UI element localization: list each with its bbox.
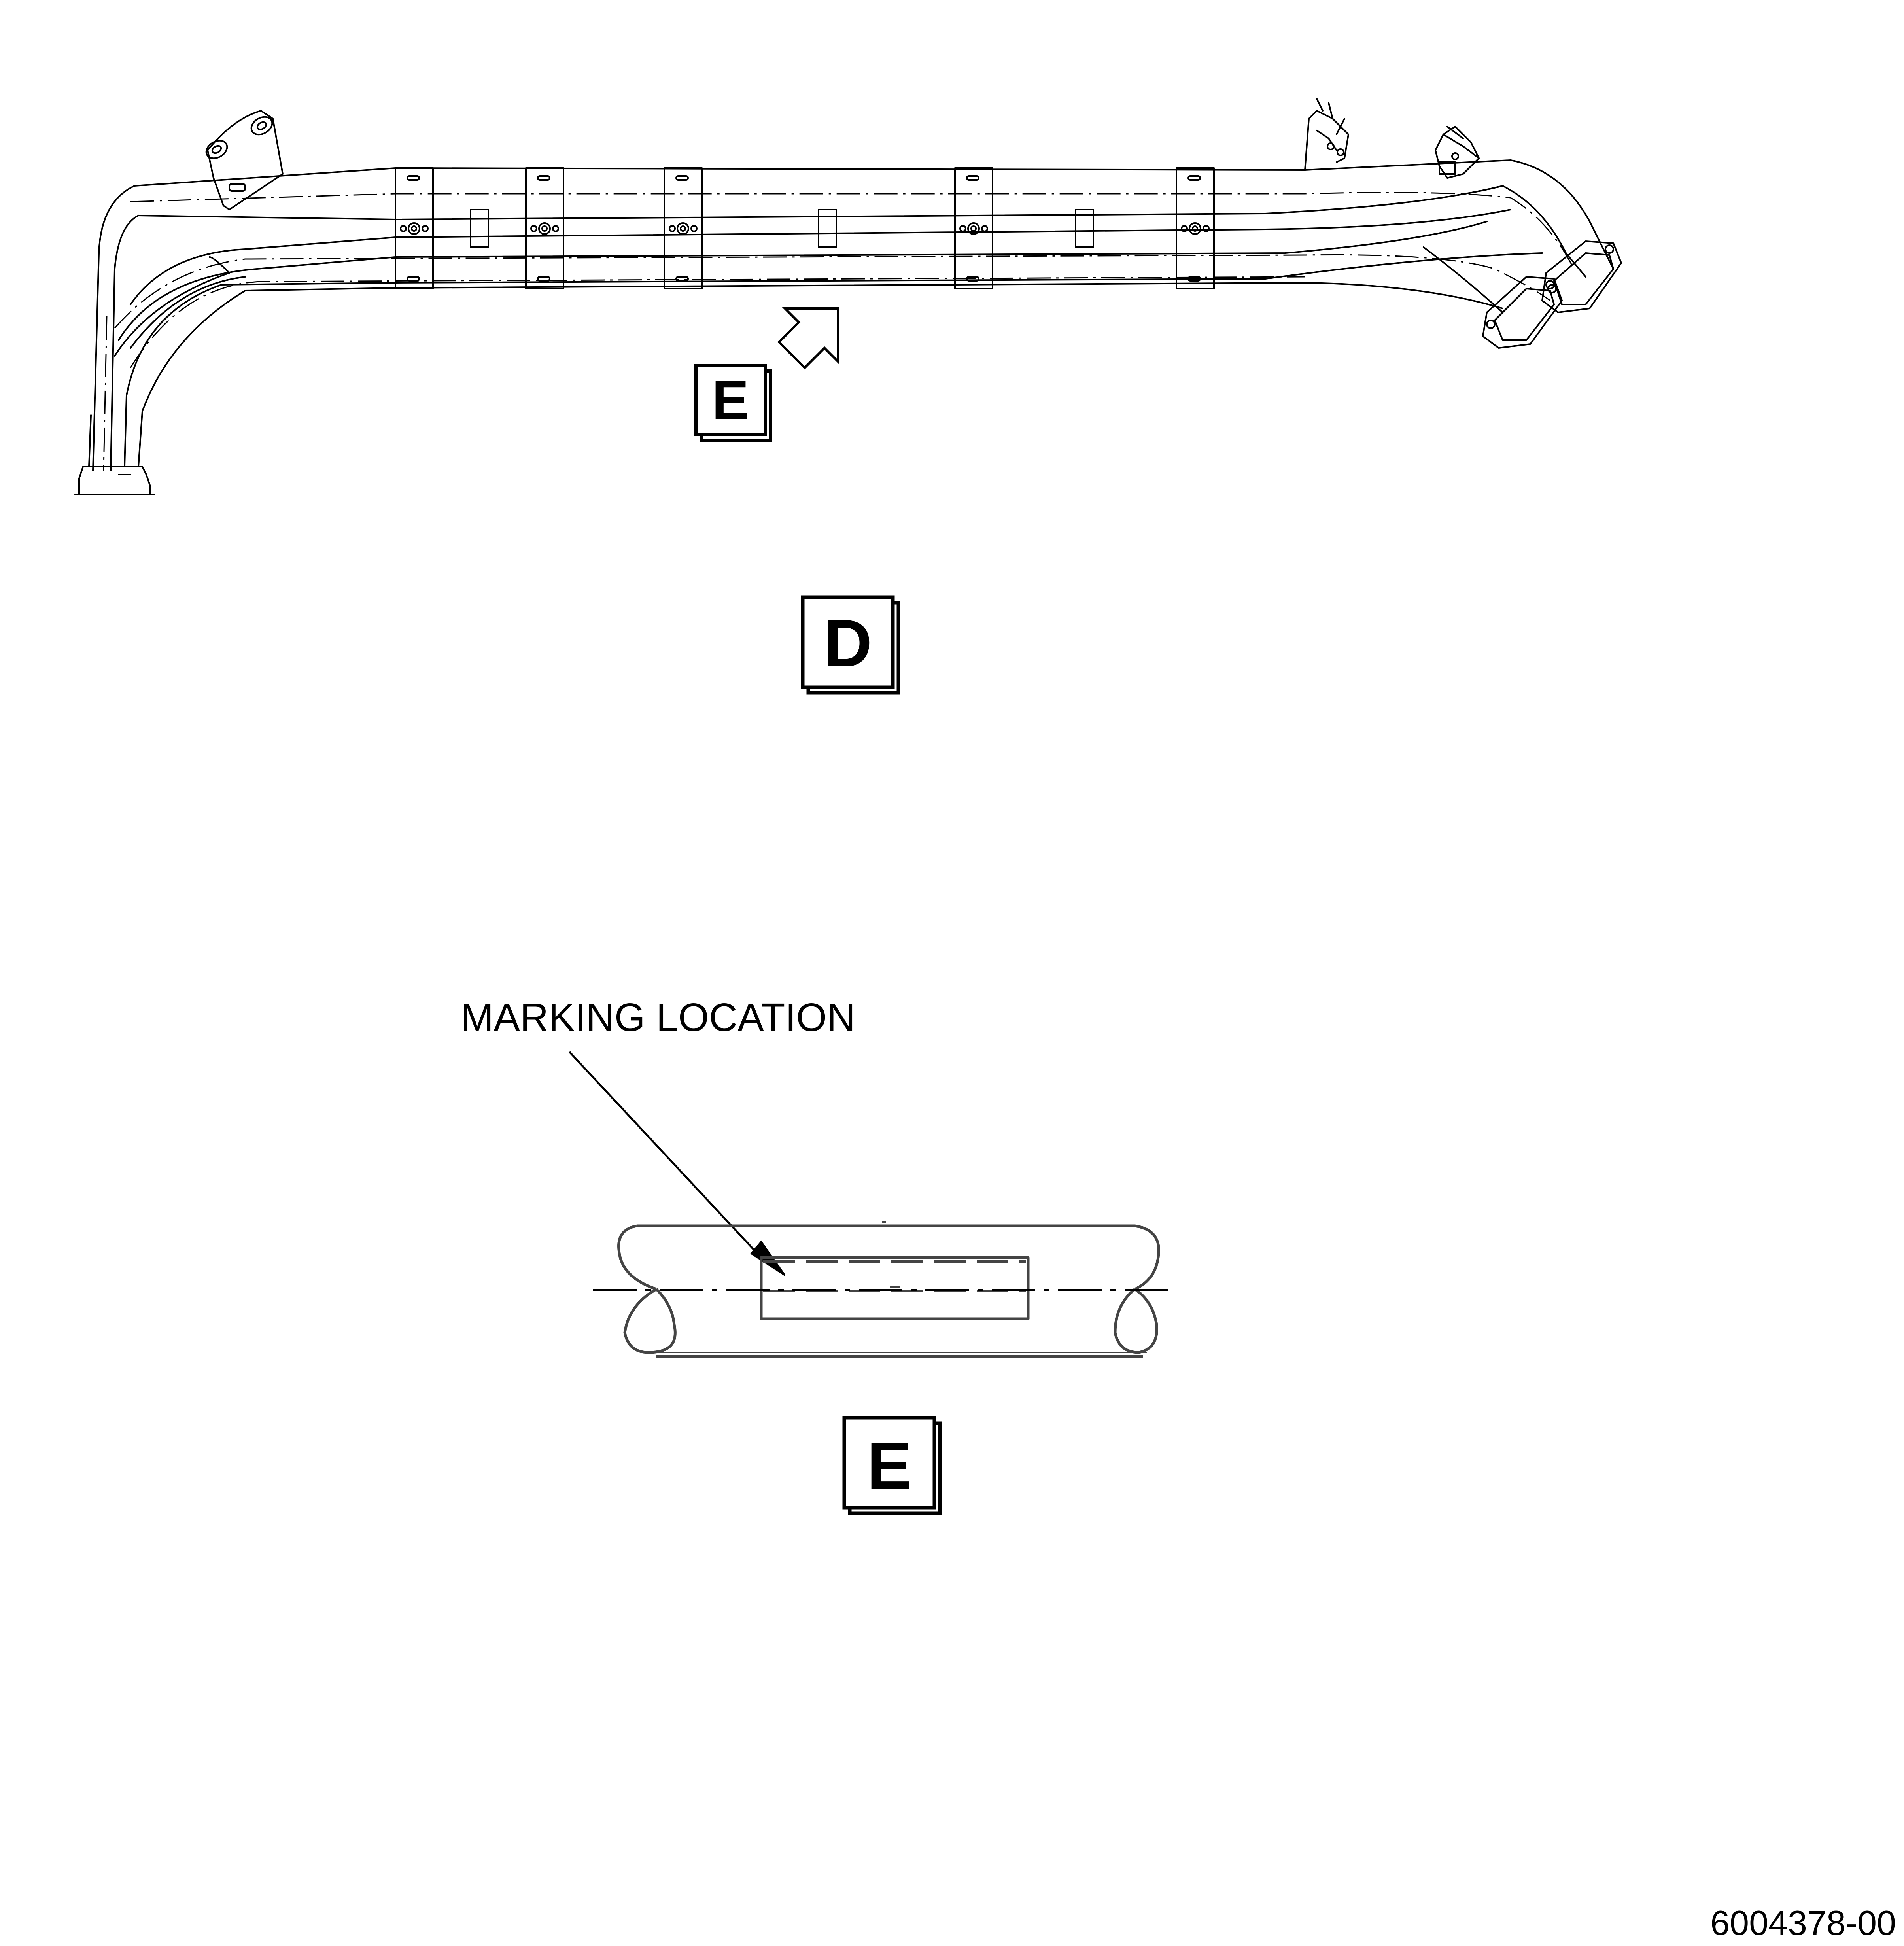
marking-location-leader (569, 1051, 760, 1256)
view-marker-d-label: D (824, 606, 872, 681)
figure-id: 6004378-00 (1710, 1903, 1896, 1942)
view-marker-e-top-label: E (712, 369, 749, 431)
view-marker-e-detail-label: E (867, 1428, 911, 1503)
view-marker-e-detail[interactable]: E (842, 1416, 942, 1515)
marking-location-label: MARKING LOCATION (461, 995, 855, 1040)
view-arrow[interactable] (777, 307, 839, 370)
centerlines-top (103, 192, 1575, 471)
clamp-bands (395, 167, 1215, 289)
right-flanges (1482, 240, 1622, 349)
detail-view-e: MARKING LOCATION (461, 995, 1174, 1358)
view-marker-d[interactable]: D (801, 595, 900, 695)
view-marker-e-top[interactable]: E (694, 364, 772, 442)
pipe-assembly-view (74, 98, 1622, 495)
